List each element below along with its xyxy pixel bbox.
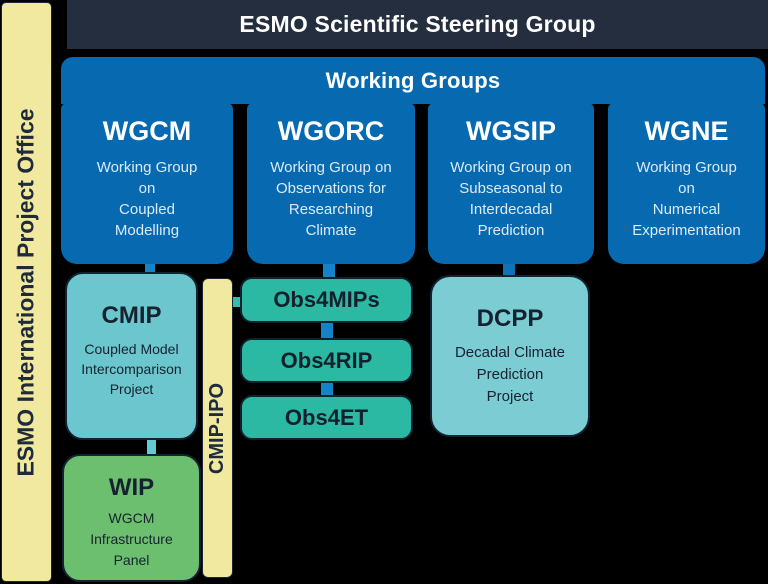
wip-desc-line: Panel [113,552,150,568]
wgorc-desc-line: Observations for [275,180,387,197]
wgorc-title: WGORC [277,116,385,146]
dcpp-desc-line: Decadal Climate [454,344,566,361]
cmip-ipo-label: CMIP-IPO [206,382,228,474]
connector-wgorc-obs4mips [323,262,335,280]
working-groups-title: Working Groups [325,67,501,93]
obs4et-label: Obs4ET [284,404,369,430]
dcpp-title: DCPP [476,305,544,332]
working-groups-band: Working Groups [61,57,765,104]
wgsip-desc-line: Interdecadal [469,201,553,218]
cmip-title: CMIP [101,302,162,329]
cmip-box: CMIP Coupled Model Intercomparison Proje… [65,272,198,440]
obs4mips-box: Obs4MIPs [240,277,413,323]
wgorc-desc-line: Climate [305,222,357,239]
dcpp-box: DCPP Decadal Climate Prediction Project [430,275,590,437]
steering-group-bar: ESMO Scientific Steering Group [67,0,768,49]
wgne-desc-line: Experimentation [632,222,741,239]
wgsip-desc-line: Prediction [477,222,545,239]
wgne-desc-line: on [678,180,695,197]
wgne-title: WGNE [644,116,729,146]
connector-cmip-wip [147,438,156,456]
connector-wgsip-dcpp [503,262,515,278]
wgcm-desc-line: Modelling [114,222,180,239]
connector-obs4mips-obs4rip [321,320,333,340]
wip-desc-line: Infrastructure [90,531,173,547]
obs4rip-box: Obs4RIP [240,338,413,383]
connector-cmipipo-obs4mips [230,297,242,307]
wgsip-title: WGSIP [465,116,556,146]
obs4rip-label: Obs4RIP [280,347,373,373]
connector-obs4rip-obs4et [321,380,333,398]
wgne-box: WGNE Working Group on Numerical Experime… [608,103,765,264]
cmip-desc-line: Intercomparison [81,361,182,377]
wgcm-desc-line: on [138,180,156,197]
wgsip-box: WGSIP Working Group on Subseasonal to In… [428,103,594,264]
dcpp-desc-line: Project [486,388,534,405]
esmo-ipo-bar: ESMO International Project Office [1,2,52,582]
steering-group-title: ESMO Scientific Steering Group [239,11,596,37]
wip-title: WIP [108,474,155,501]
cmip-desc-line: Coupled Model [84,341,179,357]
cmip-desc-line: Project [109,381,154,397]
esmo-ipo-label: ESMO International Project Office [13,107,40,477]
obs4et-box: Obs4ET [240,395,413,440]
wgorc-box: WGORC Working Group on Observations for … [247,103,415,264]
wip-desc-line: WGCM [108,510,155,526]
wgcm-desc-line: Working Group [96,159,198,176]
cmip-ipo-bar: CMIP-IPO [202,278,233,578]
connector-wgcm-cmip [145,262,155,276]
wgorc-desc-line: Working Group on [270,159,392,176]
wgsip-desc-line: Subseasonal to [459,180,563,197]
wgcm-title: WGCM [102,116,192,146]
wgcm-box: WGCM Working Group on Coupled Modelling [61,103,233,264]
wgne-desc-line: Numerical [652,201,721,218]
wgorc-desc-line: Researching [288,201,374,218]
wgne-desc-line: Working Group [636,159,737,176]
wgcm-desc-line: Coupled [119,201,175,218]
wgsip-desc-line: Working Group on [450,159,572,176]
dcpp-desc-line: Prediction [476,366,544,383]
wip-box: WIP WGCM Infrastructure Panel [62,454,201,582]
obs4mips-label: Obs4MIPs [273,287,380,312]
